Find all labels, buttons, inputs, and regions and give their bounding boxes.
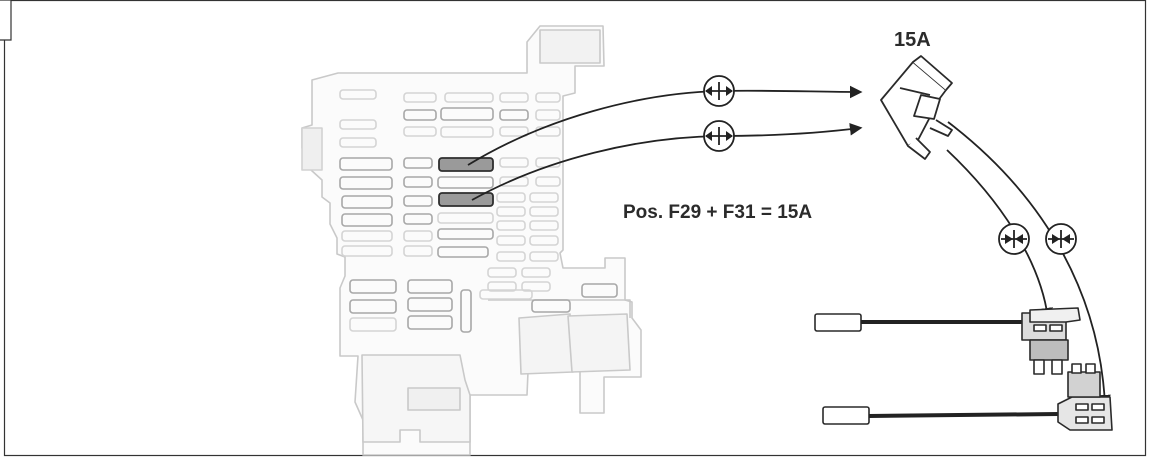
insert-arrow-right	[947, 121, 1111, 408]
corner-tab	[0, 0, 12, 41]
outer-border	[3, 0, 1147, 457]
fuse-slot-f31[interactable]	[438, 192, 494, 207]
removal-arrow-upper	[467, 85, 863, 166]
fuse-position-note: Pos. F29 + F31 = 15A	[623, 202, 812, 223]
push-arrows-icon	[998, 223, 1030, 255]
pull-arrows-icon	[703, 120, 735, 152]
fuse-slot-f29[interactable]	[438, 157, 494, 172]
fuse-tap-adapter-lower	[822, 363, 1113, 431]
blade-fuse-icon	[880, 55, 953, 160]
pull-arrows-icon	[703, 75, 735, 107]
fuse-slots	[339, 89, 618, 333]
fuse-rating-label: 15A	[894, 29, 931, 51]
fuse-box	[301, 25, 642, 456]
insert-arrow-left	[946, 149, 1053, 321]
removal-arrow-lower	[471, 122, 863, 201]
push-arrows-icon	[1045, 223, 1077, 255]
fuse-tap-adapter-upper	[814, 307, 1081, 375]
